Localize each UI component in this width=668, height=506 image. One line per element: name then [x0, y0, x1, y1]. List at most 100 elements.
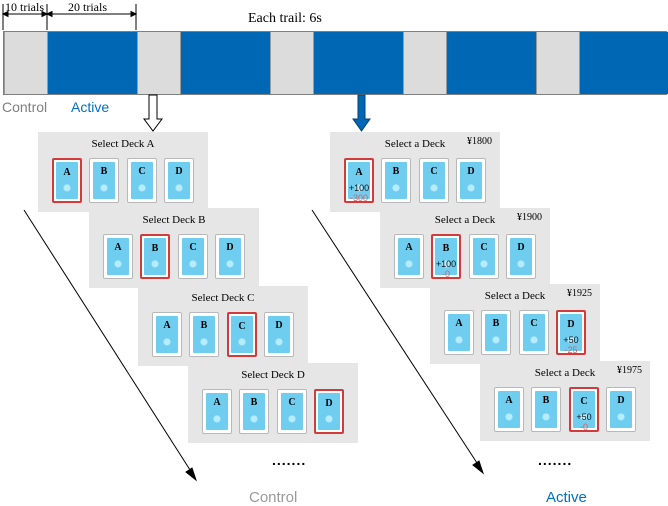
deck-card-b[interactable]: B: [531, 387, 561, 432]
timeline-block-control: [137, 32, 181, 94]
deck-card-d[interactable]: D: [606, 387, 636, 432]
deck-card-b[interactable]: B: [239, 389, 269, 434]
timeline-block-control: [403, 32, 447, 94]
deck-letter: C: [430, 166, 438, 177]
active-span-bracket: [45, 4, 138, 30]
deck-card-c[interactable]: C: [178, 234, 208, 279]
deck-card-c[interactable]: C: [127, 158, 157, 203]
deck-card-a[interactable]: A: [52, 158, 82, 203]
card-back-icon: [560, 314, 582, 351]
card-back-icon: [168, 162, 190, 199]
gain-amount: +50: [563, 335, 579, 345]
deck-card-a[interactable]: A: [394, 234, 424, 279]
deck-letter: C: [288, 397, 296, 408]
card-back-icon: [93, 162, 115, 199]
deck-card-b[interactable]: B+100-0: [431, 234, 461, 279]
card-back-icon: [56, 162, 78, 199]
deck-card-c[interactable]: C: [469, 234, 499, 279]
control-continuation-dots: .......: [272, 452, 307, 468]
deck-card-a[interactable]: A: [103, 234, 133, 279]
trial-duration-label: Each trail: 6s: [248, 11, 322, 26]
card-back-icon: [423, 162, 445, 199]
deck-card-d[interactable]: D: [314, 389, 344, 434]
panel-title: Select Deck C: [191, 292, 255, 304]
footer-active-label: Active: [546, 489, 587, 506]
deck-letter: C: [138, 166, 146, 177]
active-span-label: 20 trials: [68, 0, 107, 14]
loss-amount: -300: [349, 193, 368, 203]
panel-title: Select a Deck: [534, 367, 596, 379]
card-back-icon: [107, 238, 129, 275]
card-back-icon: [219, 238, 241, 275]
deck-letter: A: [505, 395, 513, 406]
card-back-icon: [318, 393, 340, 430]
deck-card-d[interactable]: D: [506, 234, 536, 279]
deck-letter: A: [405, 242, 413, 253]
deck-letter: C: [530, 318, 538, 329]
balance-amount: ¥1800: [467, 136, 492, 147]
deck-card-a[interactable]: A+100-300: [344, 158, 374, 203]
deck-card-a[interactable]: A: [202, 389, 232, 434]
deck-letter: C: [189, 242, 197, 253]
deck-card-b[interactable]: B: [381, 158, 411, 203]
deck-card-a[interactable]: A: [494, 387, 524, 432]
card-back-icon: [268, 316, 290, 353]
card-back-icon: [156, 316, 178, 353]
timeline-block-active: [580, 32, 668, 94]
deck-letter: D: [175, 166, 183, 177]
deck-card-a[interactable]: A: [152, 312, 182, 357]
deck-card-b[interactable]: B: [481, 310, 511, 355]
timeline-block-control: [4, 32, 48, 94]
deck-card-d[interactable]: D+50-25: [556, 310, 586, 355]
card-back-icon: [281, 393, 303, 430]
deck-letter: A: [163, 320, 171, 331]
deck-letter: A: [63, 167, 71, 178]
footer-control-label: Control: [249, 489, 298, 506]
deck-card-b[interactable]: B: [89, 158, 119, 203]
deck-letter: D: [226, 242, 234, 253]
active-sequence-arrow: [311, 209, 485, 475]
deck-card-a[interactable]: A: [444, 310, 474, 355]
control-sequence-arrow: [23, 209, 198, 482]
card-back-icon: [182, 238, 204, 275]
deck-card-b[interactable]: B: [189, 312, 219, 357]
deck-card-d[interactable]: D: [456, 158, 486, 203]
deck-letter: C: [580, 396, 588, 407]
card-back-icon: [448, 314, 470, 351]
card-back-icon: [473, 238, 495, 275]
deck-card-c[interactable]: C: [277, 389, 307, 434]
block-timeline: [3, 31, 668, 95]
deck-letter: D: [275, 320, 283, 331]
balance-amount: ¥1900: [517, 212, 542, 223]
deck-card-c[interactable]: C: [519, 310, 549, 355]
card-back-icon: [573, 391, 595, 428]
card-back-icon: [144, 238, 166, 275]
deck-card-d[interactable]: D: [215, 234, 245, 279]
card-back-icon: [485, 314, 507, 351]
deck-card-d[interactable]: D: [264, 312, 294, 357]
deck-letter: B: [542, 395, 550, 406]
card-back-icon: [460, 162, 482, 199]
deck-card-b[interactable]: B: [140, 234, 170, 279]
legend-control-label: Control: [2, 99, 48, 115]
deck-card-d[interactable]: D: [164, 158, 194, 203]
deck-letter: D: [517, 242, 525, 253]
control-block-arrow-icon: [143, 94, 163, 132]
control-span-bracket: [1, 4, 49, 30]
card-back-icon: [498, 391, 520, 428]
deck-letter: D: [617, 395, 625, 406]
deck-letter: B: [151, 243, 159, 254]
deck-letter: B: [392, 166, 400, 177]
deck-card-c[interactable]: C+50-0: [569, 387, 599, 432]
card-back-icon: [206, 393, 228, 430]
deck-card-c[interactable]: C: [227, 312, 257, 357]
deck-card-c[interactable]: C: [419, 158, 449, 203]
deck-letter: D: [467, 166, 475, 177]
